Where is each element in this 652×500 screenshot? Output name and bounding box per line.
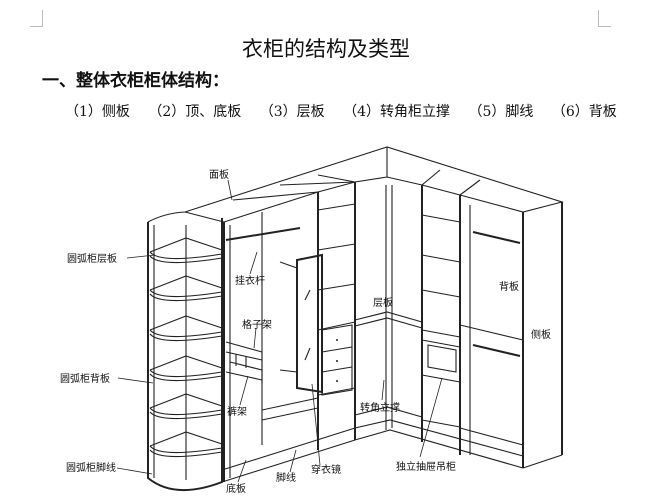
arc-shelf-line bbox=[149, 407, 223, 416]
part-item: （6）背板 bbox=[551, 104, 617, 120]
label-back-panel: 背板 bbox=[499, 280, 519, 293]
label-plinth: 脚线 bbox=[276, 471, 296, 484]
part-item: （5）脚线 bbox=[468, 104, 534, 120]
page-title: 衣柜的结构及类型 bbox=[242, 37, 410, 61]
arc-shelf-line bbox=[149, 373, 223, 382]
arc-shelf-line bbox=[149, 293, 223, 302]
page-corner-mark-left bbox=[30, 10, 43, 27]
arc-shelf-back-line bbox=[149, 237, 223, 253]
arc-shelf-back-line bbox=[149, 431, 223, 447]
parts-list: （1）侧板 （2）顶、底板 （3）层板 （4）转角柜立撑 （5）脚线 （6）背板 bbox=[65, 101, 631, 121]
part-item: （3）层板 bbox=[259, 104, 325, 120]
arc-shelf-back-line bbox=[149, 393, 223, 409]
arc-shelf-line bbox=[149, 369, 223, 378]
arc-shelf-line bbox=[149, 445, 223, 454]
section-heading: 一、整体衣柜柜体结构： bbox=[42, 71, 229, 91]
label-top-panel: 面板 bbox=[209, 168, 229, 181]
arc-shelf-line bbox=[149, 251, 223, 260]
label-corner-post: 转角立撑 bbox=[360, 401, 400, 414]
arc-shelf-line bbox=[149, 255, 223, 264]
arc-shelf-line bbox=[149, 411, 223, 420]
label-grid-rack: 格子架 bbox=[242, 318, 272, 331]
label-arc-shelf: 圆弧柜层板 bbox=[67, 252, 117, 265]
arc-shelf-line bbox=[149, 449, 223, 458]
label-side-panel: 侧板 bbox=[531, 328, 551, 341]
label-trouser-rack: 裤架 bbox=[227, 405, 247, 418]
arc-shelf-line bbox=[149, 333, 223, 342]
label-drawer-unit: 独立抽屉吊柜 bbox=[396, 460, 456, 473]
arc-shelf-line bbox=[149, 289, 223, 298]
part-item: （2）顶、底板 bbox=[148, 104, 242, 120]
arc-shelf-back-line bbox=[149, 355, 223, 371]
label-bottom-panel: 底板 bbox=[226, 482, 246, 495]
arc-shelf-back-line bbox=[149, 315, 223, 331]
leader-lines bbox=[116, 179, 443, 483]
arc-shelf-back-line bbox=[149, 275, 223, 291]
label-shelf: 层板 bbox=[373, 296, 393, 309]
part-item: （4）转角柜立撑 bbox=[343, 104, 451, 120]
part-item: （1）侧板 bbox=[65, 104, 130, 120]
label-arc-plinth: 圆弧柜脚线 bbox=[66, 461, 116, 474]
arc-shelf-line bbox=[149, 329, 223, 338]
label-mirror: 穿衣镜 bbox=[311, 463, 341, 476]
label-arc-back: 圆弧柜背板 bbox=[60, 372, 110, 385]
page-corner-mark-right bbox=[598, 10, 611, 27]
label-hanging-rod: 挂衣杆 bbox=[235, 274, 265, 287]
wardrobe-drawing bbox=[147, 146, 565, 491]
